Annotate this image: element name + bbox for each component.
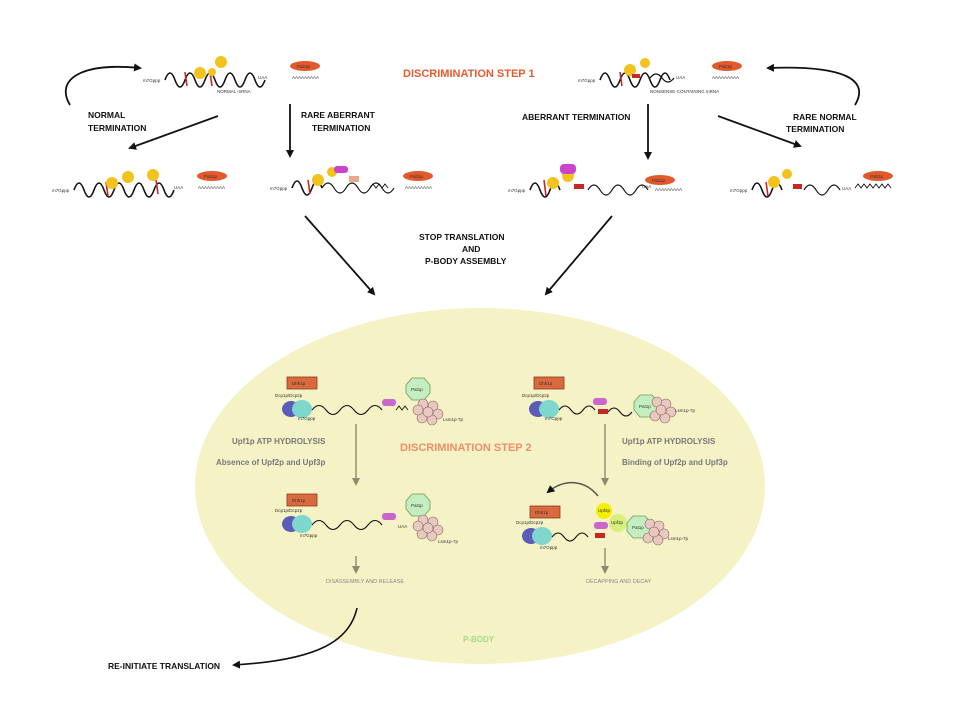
polya-label: AAAAAAAAA bbox=[712, 75, 739, 80]
svg-text:m7Gppp: m7Gppp bbox=[270, 186, 288, 191]
stop-codon-label: UAA bbox=[258, 75, 267, 80]
svg-text:AAAAAAAAA: AAAAAAAAA bbox=[655, 187, 682, 192]
reinitiate-arrow bbox=[232, 607, 358, 669]
rare-aberrant-label: RARE ABERRANT bbox=[301, 110, 376, 120]
p-body-label: P-BODY bbox=[463, 635, 495, 644]
ribosome-icon bbox=[640, 58, 650, 68]
svg-text:Dhh1p: Dhh1p bbox=[535, 510, 549, 515]
svg-text:Dhh1p: Dhh1p bbox=[539, 381, 553, 386]
hydrolysis-left-label: Upf1p ATP HYDROLYSIS bbox=[232, 437, 326, 446]
pab1p-icon bbox=[712, 61, 742, 71]
ribosome-icon bbox=[624, 64, 636, 76]
p-body-region bbox=[195, 308, 765, 664]
normal-termination-label: NORMAL bbox=[88, 110, 125, 120]
svg-text:Pat1p: Pat1p bbox=[632, 525, 644, 530]
cap-label: m7Gppp bbox=[143, 78, 161, 83]
hydrolysis-right-label: Upf1p ATP HYDROLYSIS bbox=[622, 437, 716, 446]
binding-label: Binding of Upf2p and Upf3p bbox=[622, 458, 728, 467]
ribosome-icon bbox=[215, 56, 227, 68]
decapping-label: DECAPPING AND DECAY bbox=[586, 579, 652, 585]
nonsense-mrna-top: m7Gppp UAA AAAAAAAAA Pab1p NONSENSE-CONT… bbox=[578, 58, 742, 94]
p-body-assembly-label: P-BODY ASSEMBLY bbox=[425, 256, 507, 266]
svg-text:Dcp1p/Dcp2p: Dcp1p/Dcp2p bbox=[275, 508, 303, 513]
gray-curved-arrow bbox=[546, 482, 599, 497]
mrna-normal-terminated: m7Gppp UAA AAAAAAAAA Pab1p bbox=[52, 169, 227, 198]
svg-text:Lsm1p-7p: Lsm1p-7p bbox=[443, 417, 464, 422]
aberrant-termination-label: ABERRANT TERMINATION bbox=[522, 112, 630, 122]
svg-text:Pab1p: Pab1p bbox=[204, 174, 218, 179]
svg-text:Upf2p: Upf2p bbox=[598, 508, 611, 513]
reinitiate-translation-label: RE-INITIATE TRANSLATION bbox=[108, 661, 220, 671]
pbody-complex-bottom-right: Dhh1p Dcp1p/Dcp2p m7Gppp Upf2p Upf3p Pat… bbox=[516, 503, 689, 550]
rare-normal-label-2: TERMINATION bbox=[786, 124, 844, 134]
svg-text:m7Gppp: m7Gppp bbox=[508, 188, 526, 193]
svg-text:UAA: UAA bbox=[174, 185, 183, 190]
nonsense-mrna-label: NONSENSE-CONTAINING mRNA bbox=[650, 89, 719, 94]
svg-text:Lsm1p-7p: Lsm1p-7p bbox=[675, 408, 696, 413]
pab1p-icon bbox=[290, 61, 320, 71]
pbody-complex-top-left: Dhh1p Dcp1p/Dcp2p m7Gppp Pat1p Lsm1p-7p bbox=[275, 376, 464, 426]
svg-text:Dhh1p: Dhh1p bbox=[292, 381, 306, 386]
normal-termination-cycle-arrow bbox=[64, 63, 142, 106]
svg-text:m7Gppp: m7Gppp bbox=[52, 188, 70, 193]
svg-text:Pat1p: Pat1p bbox=[411, 503, 423, 508]
svg-text:m7Gppp: m7Gppp bbox=[730, 188, 748, 193]
pab1p-label: Pab1p bbox=[297, 64, 311, 69]
cap-label: m7Gppp bbox=[578, 78, 596, 83]
rare-aberrant-label-2: TERMINATION bbox=[312, 123, 370, 133]
svg-text:Lsm1p-7p: Lsm1p-7p bbox=[668, 536, 689, 541]
rare-normal-cycle-arrow bbox=[766, 63, 861, 106]
polya-label: AAAAAAAAA bbox=[292, 75, 319, 80]
pbody-complex-bottom-left: Dhh1p Dcp1p/Dcp2p m7Gppp UAA Pat1p Lsm1p… bbox=[275, 493, 459, 544]
svg-text:Lsm1p-7p: Lsm1p-7p bbox=[438, 539, 459, 544]
mrna-aberrant-terminated: m7Gppp UAA AAAAAAAAA Pab1p bbox=[508, 164, 682, 198]
mrna-rare-normal: m7Gppp UAA Pab1p bbox=[730, 169, 893, 198]
normal-mrna-label: NORMAL mRNA bbox=[217, 89, 251, 94]
svg-text:m7Gppp: m7Gppp bbox=[298, 416, 316, 421]
pbody-complex-top-right: Dhh1p Dcp1p/Dcp2p m7Gppp Pat1p Lsm1p-7p bbox=[522, 376, 696, 424]
normal-mrna-top: m7Gppp UAA AAAAAAAAA Pab1p NORMAL mRNA bbox=[143, 56, 320, 94]
svg-text:Pab1p: Pab1p bbox=[652, 178, 666, 183]
disassembly-label: DISASSEMBLY AND RELEASE bbox=[326, 579, 404, 585]
absence-label: Absence of Upf2p and Upf3p bbox=[216, 458, 325, 467]
arrow-to-pbody-right bbox=[544, 215, 613, 296]
stop-translation-label: STOP TRANSLATION bbox=[419, 232, 504, 242]
svg-text:Dhh1p: Dhh1p bbox=[292, 498, 306, 503]
svg-text:AAAAAAAAA: AAAAAAAAA bbox=[198, 185, 225, 190]
stop-translation-and: AND bbox=[462, 244, 480, 254]
svg-text:Pab1p: Pab1p bbox=[870, 174, 884, 179]
svg-text:m7Gppp: m7Gppp bbox=[540, 545, 558, 550]
arrow-normal-termination bbox=[128, 115, 219, 150]
svg-text:Dcp1p/Dcp2p: Dcp1p/Dcp2p bbox=[516, 520, 544, 525]
arrow-to-pbody-left bbox=[304, 215, 376, 296]
svg-text:Pab1p: Pab1p bbox=[410, 174, 424, 179]
svg-text:UAA: UAA bbox=[642, 184, 651, 189]
svg-text:Upf3p: Upf3p bbox=[611, 520, 624, 525]
svg-text:Pat1p: Pat1p bbox=[639, 404, 651, 409]
svg-text:AAAAAAAAA: AAAAAAAAA bbox=[405, 185, 432, 190]
svg-text:Dcp1p/Dcp2p: Dcp1p/Dcp2p bbox=[522, 393, 550, 398]
stop-codon-label: UAA bbox=[676, 75, 685, 80]
svg-text:Pat1p: Pat1p bbox=[411, 387, 423, 392]
discrimination-step-1-title: DISCRIMINATION STEP 1 bbox=[403, 68, 535, 80]
mrna-rare-aberrant: m7Gppp Pab1p AAAAAAAAA bbox=[270, 166, 433, 196]
normal-termination-label-2: TERMINATION bbox=[88, 123, 146, 133]
arrow-rare-normal bbox=[717, 115, 802, 148]
rare-normal-label: RARE NORMAL bbox=[793, 112, 857, 122]
svg-text:Dcp1p/Dcp2p: Dcp1p/Dcp2p bbox=[275, 393, 303, 398]
ribosome-icon bbox=[194, 67, 206, 79]
svg-text:m7Gppp: m7Gppp bbox=[545, 416, 563, 421]
svg-text:m7Gppp: m7Gppp bbox=[300, 533, 318, 538]
svg-text:UAA: UAA bbox=[842, 186, 851, 191]
svg-text:UAA: UAA bbox=[398, 524, 407, 529]
discrimination-step-2-title: DISCRIMINATION STEP 2 bbox=[400, 442, 532, 454]
pab1p-label: Pab1p bbox=[719, 64, 733, 69]
